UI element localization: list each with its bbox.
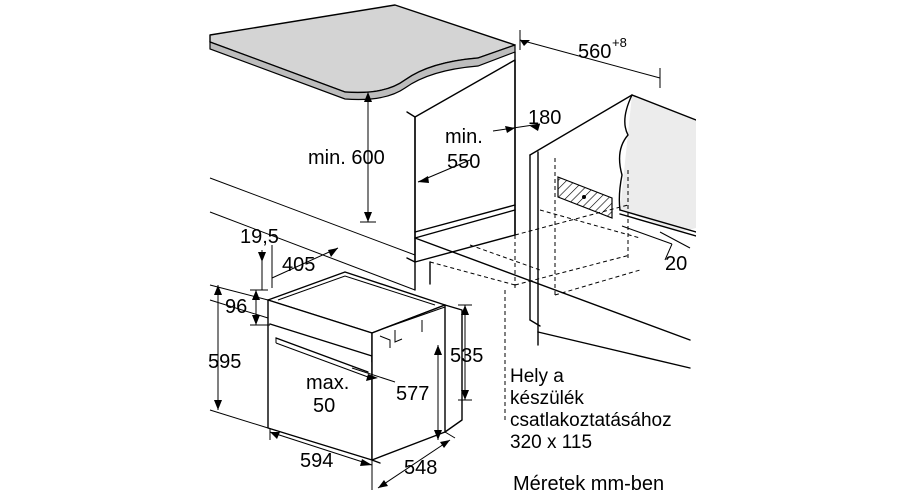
total-depth-label: 548 xyxy=(404,457,437,479)
connection-note: Hely a készülék csatlakoztatásához 320 x… xyxy=(510,366,672,453)
countertop xyxy=(209,4,516,101)
connection-area xyxy=(557,176,613,219)
cabinet-width-label: 560 xyxy=(578,41,611,63)
side-wall xyxy=(618,94,696,237)
min-height-label: min. 600 xyxy=(308,147,385,169)
max-label-line2: 50 xyxy=(313,395,335,417)
hidden-lines xyxy=(429,158,641,420)
connection-note-line3: csatlakoztatásához xyxy=(510,410,672,431)
total-width-label: 594 xyxy=(300,450,333,472)
top-strip-label: 96 xyxy=(225,296,247,318)
units-note: Méretek mm-ben xyxy=(513,473,664,495)
connection-note-line1: Hely a xyxy=(510,366,564,387)
cabinet-niche xyxy=(406,51,691,369)
connection-note-line4: 320 x 115 xyxy=(510,432,592,453)
panel-depth-label: 405 xyxy=(282,254,315,276)
dimension-labels: 560 +8 min. 600 min. 550 180 20 19,5 405… xyxy=(208,35,687,479)
cabinet-width-tolerance: +8 xyxy=(612,35,627,50)
connection-note-line2: készülék xyxy=(510,388,584,409)
min-depth-label-line2: 550 xyxy=(447,151,480,173)
niche-offset-label: 180 xyxy=(528,107,561,129)
inner-height-label: 535 xyxy=(450,345,483,367)
total-height-label: 595 xyxy=(208,351,241,373)
front-height-label: 577 xyxy=(396,383,429,405)
max-label-line1: max. xyxy=(306,372,349,394)
side-gap-label: 20 xyxy=(665,253,687,275)
min-depth-label-line1: min. xyxy=(445,126,483,148)
dimension-lines xyxy=(209,30,691,490)
oven xyxy=(267,271,463,464)
panel-thickness-label: 19,5 xyxy=(240,226,279,248)
